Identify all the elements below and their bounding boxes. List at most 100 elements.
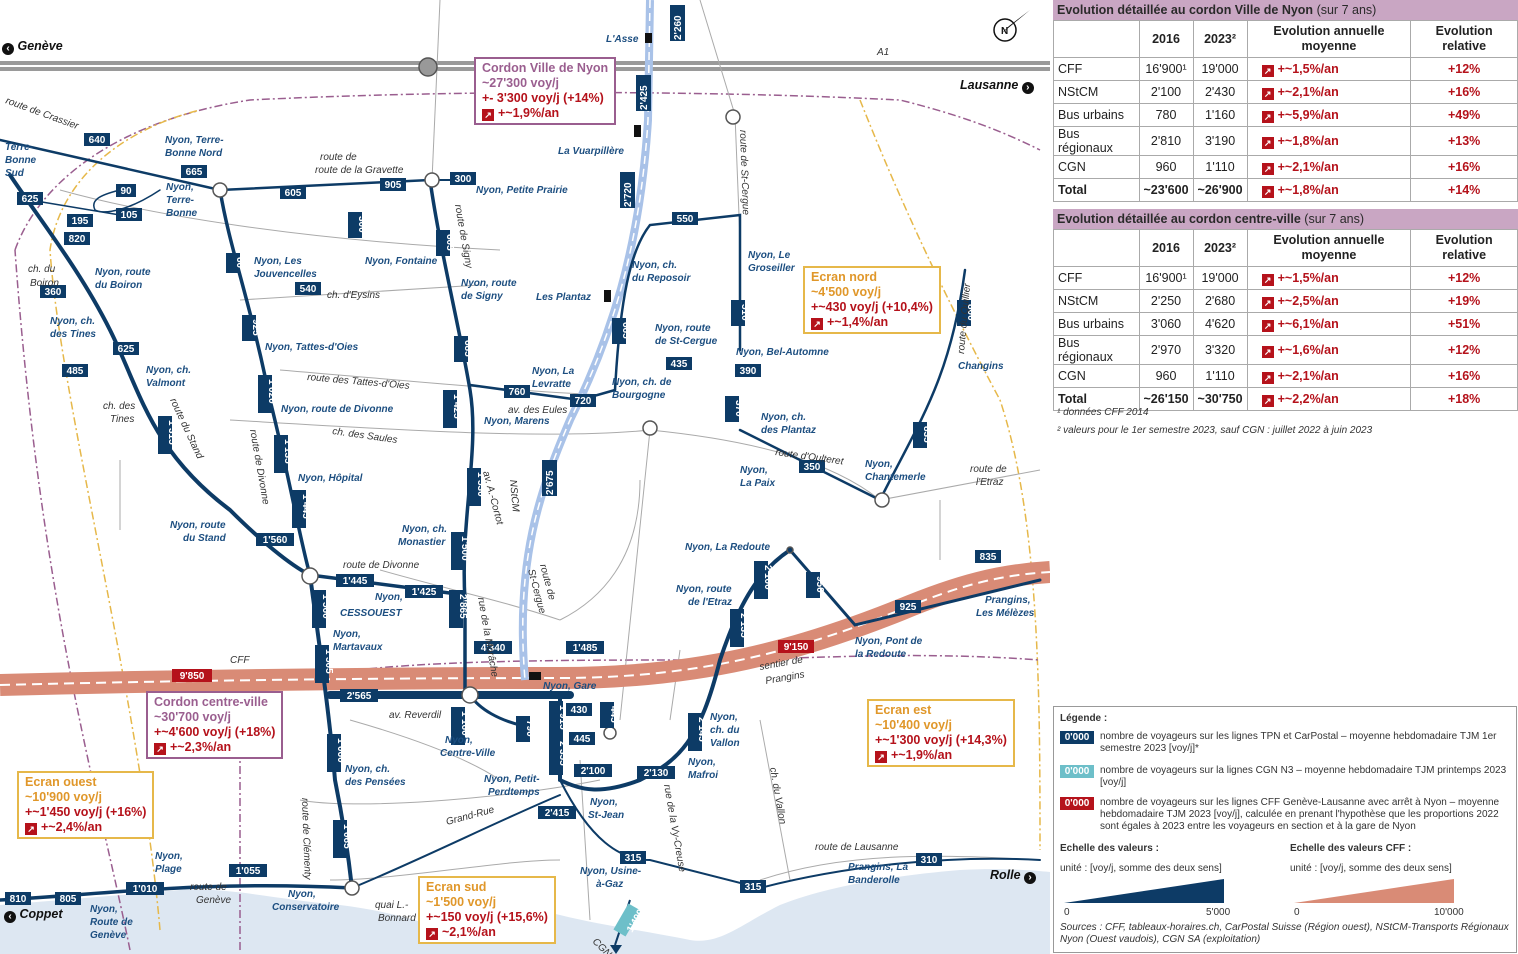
scale-cff-min: 0 [1294,907,1300,918]
bus-lines [0,138,1042,902]
evo-relative-cell: +12% [1410,335,1518,365]
road-cortot: av. A.-Cortot [480,470,505,527]
svg-text:1'505: 1'505 [323,649,334,674]
evo-relative-cell: +49% [1410,103,1518,127]
evo-annual-text: +~2,1%/an [1277,159,1339,174]
flow-value: 950 [806,572,825,598]
road-divonne-v: route de Divonne [247,429,271,506]
svg-text:Bonne: Bonne [5,155,37,166]
svg-text:315: 315 [625,853,642,864]
road-tines: Tines [110,414,134,425]
road-st-cergue: route de St-Cergue [737,130,751,216]
evo-annual-text: +~2,2%/an [1277,391,1339,406]
flow-value: 1'020 [258,375,277,413]
svg-text:Bonne Nord: Bonne Nord [165,148,223,159]
flow-value: 370 [725,396,744,422]
stop-mafroi: Nyon, [688,757,716,768]
city-coppet: ‹ Coppet [4,907,63,923]
stop-melezes: Prangins, [985,595,1031,606]
stop-labels: Terre- Bonne Sud Nyon, Terre- Bonne Nord… [5,34,1035,941]
flow-value: 1'055 [229,864,267,877]
ecran-est-title: Ecran est [875,703,932,717]
mode-cell: Bus urbains [1053,312,1140,336]
svg-text:du Reposoir: du Reposoir [632,273,691,284]
svg-text:1'485: 1'485 [573,643,598,654]
stop-etraz: Nyon, route [676,584,732,595]
cordon-ville-line [14,91,1041,251]
stop-tattes: Nyon, Tattes-d'Oies [265,342,359,353]
stop-bourgogne: Nyon, ch. de [612,377,672,388]
svg-text:Route de: Route de [90,917,133,928]
road-eules: av. des Eules [508,405,567,416]
legend-key-tpn: 0'000 [1060,731,1094,744]
city-geneve: ‹ Genève [2,39,63,55]
svg-text:2'135: 2'135 [738,613,749,638]
ecran-nord-box: Ecran nord ~4'500 voy/j +~430 voy/j (+10… [803,266,941,334]
legend-text-cgn: nombre de voyageurs sur la lignes CGN N3… [1100,765,1507,788]
svg-text:625: 625 [22,194,39,205]
th-2023: 2023² [1192,20,1248,58]
legend-key-cff: 0'000 [1060,797,1094,810]
svg-text:2'100: 2'100 [762,565,773,590]
cordon-ville-title: Cordon Ville de Nyon [482,61,609,75]
flow-value: 1'560 [256,533,294,546]
ecran-est-rate: +~1,9%/an [891,748,953,762]
cgn-line: 1'490 CGN [590,899,647,954]
evo-annual-cell: ↗+~1,5%/an [1246,57,1412,81]
stop-levratte-1: Nyon, La [532,366,575,377]
trend-up-icon: ↗ [1261,64,1274,77]
cordon-centre-change: +~4'600 voy/j (+18%) [154,725,276,739]
svg-text:2'415: 2'415 [545,808,570,819]
svg-text:640: 640 [89,135,106,146]
evo-annual-text: +~1,6%/an [1277,342,1339,357]
evo-relative-cell: +51% [1410,312,1518,336]
svg-text:de St-Cergue: de St-Cergue [655,336,718,347]
svg-text:1'530: 1'530 [475,472,486,497]
trend-up-icon: ↗ [1261,110,1274,123]
svg-text:Centre-Ville: Centre-Ville [440,748,496,759]
svg-text:2'130: 2'130 [644,768,669,779]
mode-cell: CGN [1053,364,1140,388]
svg-text:905: 905 [385,180,402,191]
table-ville-panel: Evolution détaillée au cordon Ville de N… [1053,0,1518,202]
evo-annual-cell: ↗+~1,6%/an [1246,335,1412,365]
stop-jouvencelles: Nyon, Les [254,256,302,267]
road-etraz: l'Etraz [976,477,1003,488]
cordon-ville-box: Cordon Ville de Nyon ~27'300 voy/j +- 3'… [474,57,617,125]
stop-plage: Nyon, [155,851,183,862]
flow-value: 4'340 [474,641,512,654]
value-2023-cell: 4'620 [1192,312,1248,336]
road-boiron-1: ch. du [28,264,56,275]
evo-relative-cell: +14% [1410,178,1518,202]
svg-text:à-Gaz: à-Gaz [596,879,623,890]
svg-text:1'135: 1'135 [282,439,293,464]
svg-text:435: 435 [671,359,688,370]
th-2016: 2016 [1138,20,1194,58]
sources: Sources : CFF, tableaux-horaires.ch, Car… [1060,922,1509,945]
flow-value: 485 [62,364,88,377]
trend-up-icon: ↗ [1261,136,1274,149]
stop-gare: Nyon, Gare [543,681,597,692]
road-gravette-1: route de [320,152,357,163]
trend-up-icon: ↗ [25,823,37,835]
flow-value: 810 [5,892,31,905]
flow-value: 1'160 [451,707,470,745]
flow-value: 300 [450,172,476,185]
trend-up-icon: ↗ [426,928,438,940]
stop-pont-redoute: Nyon, Pont de [855,636,923,647]
stop-terre-bonne-sud-1: Terre- [5,142,34,153]
svg-text:Martavaux: Martavaux [333,642,383,653]
nstcm-values: 2'260 2'425 2'720 2'675 [542,5,685,496]
flow-value: 2'100 [754,561,773,599]
svg-text:Banderolle: Banderolle [848,875,900,886]
stop-reposoir: Nyon, ch. [632,260,677,271]
flow-value: 430 [566,703,592,716]
flow-value: 665 [612,318,631,344]
flow-value: 300 [348,212,367,238]
evo-annual-text: +~2,5%/an [1277,293,1339,308]
stop-centre: Nyon, [445,735,473,746]
evo-relative-cell: +19% [1410,289,1518,313]
evo-annual-cell: ↗+~1,5%/an [1246,266,1412,290]
